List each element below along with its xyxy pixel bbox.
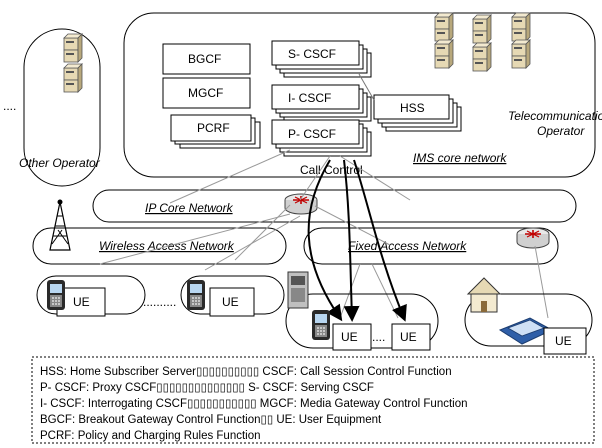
ue-label-5: UE — [555, 334, 572, 348]
legend-line-4: BGCF: Breakout Gateway Control Function▯… — [40, 414, 382, 426]
network-links — [99, 149, 549, 319]
call-control-arrow-2 — [343, 159, 360, 322]
ue-label-3: UE — [341, 330, 358, 344]
scscf-box — [271, 40, 372, 78]
legend-line-1: HSS: Home Subscriber Server▯▯▯▯▯▯▯▯▯▯ CS… — [40, 366, 452, 378]
mgcf-label: MGCF — [188, 86, 223, 100]
ue-box-2 — [209, 287, 255, 317]
fixed-access-network-area — [303, 227, 559, 265]
call-control-label: Call Control — [300, 163, 363, 177]
hss-label: HSS — [400, 101, 425, 115]
pcscf-label: P- CSCF — [288, 127, 336, 141]
ue-box-1 — [56, 287, 106, 317]
ue-label-1: UE — [73, 295, 90, 309]
hss-box — [373, 94, 462, 132]
pcrf-box — [170, 114, 261, 149]
telecom-operator-label-line2: Operator — [537, 124, 585, 138]
ue-ellipsis-1: .......... — [143, 295, 176, 309]
wireless-access-network-area — [32, 227, 287, 265]
bgcf-label: BGCF — [188, 52, 221, 66]
ip-core-label: IP Core Network — [145, 201, 234, 215]
other-operator-label: Other Operator — [19, 156, 101, 170]
telecom-operator-label-line1: Telecommunication — [508, 109, 602, 123]
ue-box-5 — [543, 327, 587, 355]
ue-box-3 — [332, 323, 372, 351]
pcscf-box — [271, 119, 372, 157]
ue-label-2: UE — [222, 295, 239, 309]
antenna-tower-icon — [49, 199, 71, 251]
mobile-phone-icon — [187, 280, 205, 310]
ue-box-4 — [391, 323, 431, 351]
bgcf-box — [162, 43, 251, 75]
house-icon — [466, 277, 502, 313]
icscf-box — [271, 84, 372, 122]
cscf-hss-link — [358, 73, 375, 101]
call-control-arrow-3 — [353, 159, 407, 322]
fixed-access-label: Fixed Access Network — [348, 239, 467, 253]
icscf-label: I- CSCF — [288, 91, 331, 105]
left-ellipsis: .... — [3, 99, 16, 113]
ip-core-network-area — [92, 189, 577, 223]
home-ue-group — [464, 293, 593, 347]
scscf-label: S- CSCF — [288, 47, 336, 61]
ue-ellipsis-2: .... — [372, 330, 385, 344]
mgcf-box — [162, 77, 251, 109]
fixed-access-router-icon — [516, 227, 550, 249]
legend-box — [31, 356, 595, 444]
mobile-phone-icon — [47, 280, 65, 310]
payphone-icon — [287, 271, 309, 309]
legend-line-5: PCRF: Policy and Charging Rules Function — [40, 430, 261, 442]
telecom-operator-server-icons — [434, 12, 531, 72]
other-operator-cloud — [23, 28, 101, 187]
mobile-phone-icon — [312, 310, 330, 340]
legend-line-2: P- CSCF: Proxy CSCF▯▯▯▯▯▯▯▯▯▯▯▯▯▯ S- CSC… — [40, 382, 374, 394]
pcrf-label: PCRF — [197, 121, 230, 135]
legend-line-3: I- CSCF: Interrogating CSCF▯▯▯▯▯▯▯▯▯▯▯ M… — [40, 398, 468, 410]
ue-label-4: UE — [400, 330, 417, 344]
other-operator-server-icon — [63, 33, 83, 93]
ims-core-label: IMS core network — [413, 151, 507, 165]
call-control-arrow-1 — [307, 159, 343, 322]
